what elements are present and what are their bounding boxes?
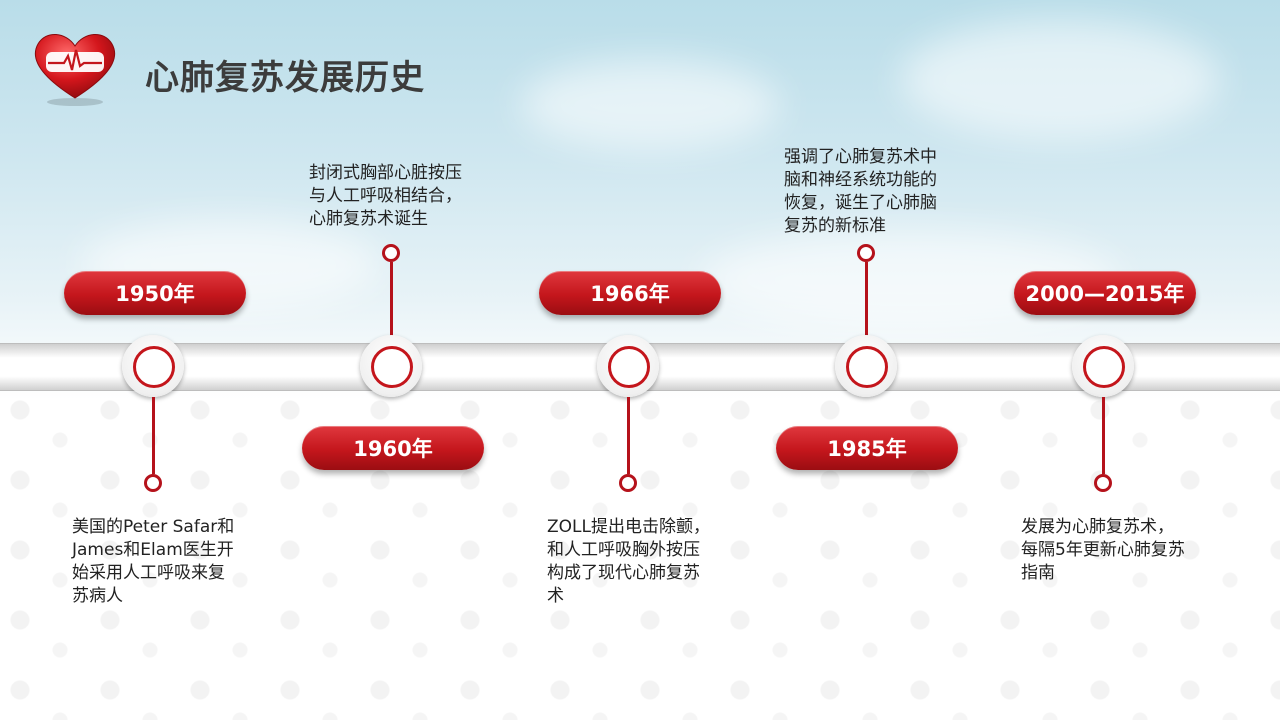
description-line: 始采用人工呼吸来复 (72, 563, 225, 583)
description-line: 构成了现代心肺复苏 (547, 563, 700, 583)
connector-dot-1985 (857, 244, 875, 262)
connector-line-1950 (152, 397, 155, 474)
connector-line-2000-2015 (1102, 397, 1105, 474)
year-pill-1985: 1985年 (776, 426, 958, 470)
description-line: James和Elam医生开 (72, 540, 234, 560)
description-line: 指南 (1021, 563, 1055, 583)
connector-dot-1950 (144, 474, 162, 492)
description-line: 发展为心肺复苏术， (1021, 517, 1174, 537)
page-title: 心肺复苏发展历史 (145, 58, 425, 98)
description-line: 苏病人 (72, 586, 123, 606)
timeline-node-1950 (122, 335, 184, 397)
connector-dot-2000-2015 (1094, 474, 1112, 492)
event-description-1950: 美国的Peter Safar和 James和Elam医生开 始采用人工呼吸来复 … (72, 516, 282, 608)
description-line: 恢复，诞生了心肺脑 (784, 193, 937, 213)
description-line: 与人工呼吸相结合， (309, 186, 462, 206)
description-line: 术 (547, 586, 564, 606)
medical-pattern-background (0, 390, 1280, 720)
year-pill-1960: 1960年 (302, 426, 484, 470)
sky-background (0, 0, 1280, 400)
description-line: ZOLL提出电击除颤， (547, 517, 710, 537)
timeline-node-1985 (835, 335, 897, 397)
connector-dot-1966 (619, 474, 637, 492)
event-description-1960: 封闭式胸部心脏按压 与人工呼吸相结合， 心肺复苏术诞生 (309, 162, 519, 231)
timeline-node-1960 (360, 335, 422, 397)
description-line: 复苏的新标准 (784, 216, 886, 236)
description-line: 每隔5年更新心肺复苏 (1021, 540, 1185, 560)
year-pill-2000-2015: 2000—2015年 (1014, 271, 1196, 315)
event-description-1985: 强调了心肺复苏术中 脑和神经系统功能的 恢复，诞生了心肺脑 复苏的新标准 (784, 146, 994, 238)
year-pill-1950: 1950年 (64, 271, 246, 315)
description-line: 美国的Peter Safar和 (72, 517, 235, 537)
year-pill-1966: 1966年 (539, 271, 721, 315)
description-line: 封闭式胸部心脏按压 (309, 163, 462, 183)
event-description-2000-2015: 发展为心肺复苏术， 每隔5年更新心肺复苏 指南 (1021, 516, 1251, 585)
description-line: 强调了心肺复苏术中 (784, 147, 937, 167)
connector-line-1985 (865, 262, 868, 336)
description-line: 脑和神经系统功能的 (784, 170, 937, 190)
heart-ecg-icon (34, 34, 116, 106)
description-line: 和人工呼吸胸外按压 (547, 540, 700, 560)
event-description-1966: ZOLL提出电击除颤， 和人工呼吸胸外按压 构成了现代心肺复苏 术 (547, 516, 757, 608)
timeline-node-1966 (597, 335, 659, 397)
timeline-node-2000-2015 (1072, 335, 1134, 397)
description-line: 心肺复苏术诞生 (309, 209, 428, 229)
connector-dot-1960 (382, 244, 400, 262)
connector-line-1960 (390, 262, 393, 336)
connector-line-1966 (627, 397, 630, 474)
